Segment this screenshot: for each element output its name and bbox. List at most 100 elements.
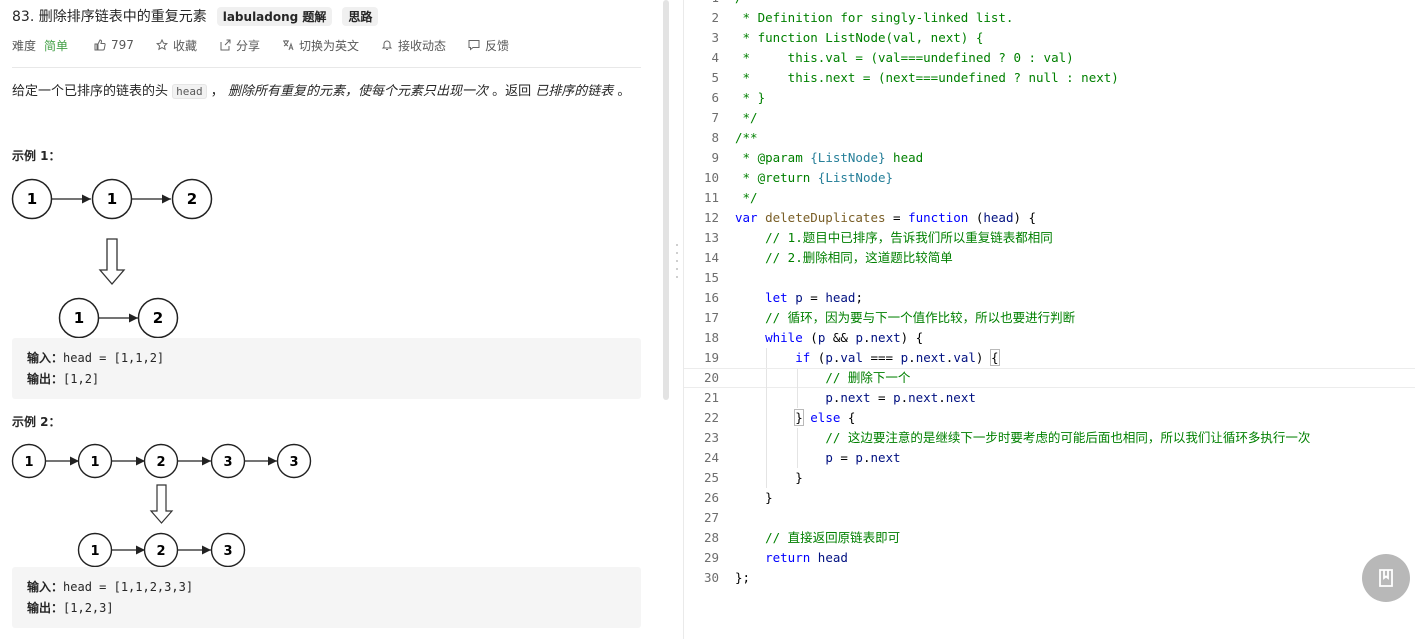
line-number: 6 (711, 90, 719, 105)
indent-guide (765, 428, 767, 448)
code-editor[interactable]: 1 /**2 * Definition for singly-linked lis… (684, 0, 1415, 639)
problem-panel: 83. 删除排序链表中的重复元素 labuladong 题解 思路 难度 简单 … (0, 0, 655, 639)
line-number: 24 (703, 450, 719, 465)
code-line[interactable]: 3 * function ListNode(val, next) { (684, 28, 1415, 48)
desc-emphasis: 已排序的链表 (535, 84, 614, 99)
desc-emphasis: 删除所有重复的元素，使每个元素只出现一次 (227, 84, 488, 99)
list-node: 1 (91, 178, 133, 220)
like-count: 797 (111, 38, 134, 52)
code-line[interactable]: 30}; (684, 568, 1415, 588)
problem-scrollbar[interactable] (663, 0, 669, 400)
code-line[interactable]: 20 // 删除下一个 (684, 368, 1415, 389)
code-line[interactable]: 21 p.next = p.next.next (684, 388, 1415, 408)
code-line[interactable]: 11 */ (684, 188, 1415, 208)
share-icon (220, 39, 231, 51)
svg-text:1: 1 (90, 455, 99, 470)
translate-button[interactable]: 切换为英文 (282, 37, 359, 54)
code-line[interactable]: 15 (684, 268, 1415, 288)
line-number: 3 (711, 30, 719, 45)
code-line[interactable]: 26 } (684, 488, 1415, 508)
desc-text: 。 (617, 84, 631, 99)
indent-guide (765, 408, 767, 428)
code-text: if (p.val === p.next.val) { (795, 349, 1000, 366)
title-row: 83. 删除排序链表中的重复元素 labuladong 题解 思路 (12, 6, 379, 26)
tag-idea[interactable]: 思路 (342, 6, 379, 26)
list-node: 3 (210, 532, 246, 568)
code-line[interactable]: 4 * this.val = (val===undefined ? 0 : va… (684, 48, 1415, 68)
line-number: 13 (703, 230, 719, 245)
list-node: 1 (11, 443, 47, 479)
favorite-button[interactable]: 收藏 (155, 37, 197, 54)
share-button[interactable]: 分享 (219, 37, 260, 54)
code-text: // 2.删除相同，这道题比较简单 (765, 250, 953, 265)
code-line[interactable]: 5 * this.next = (next===undefined ? null… (684, 68, 1415, 88)
line-number: 29 (703, 550, 719, 565)
code-line[interactable]: 7 */ (684, 108, 1415, 128)
tag-solution[interactable]: labuladong 题解 (216, 6, 333, 26)
feedback-label: 反馈 (485, 38, 510, 53)
list-node: 1 (77, 443, 113, 479)
subscribe-label: 接收动态 (397, 38, 446, 53)
code-line[interactable]: 27 (684, 508, 1415, 528)
code-line[interactable]: 1 /** (684, 0, 1415, 8)
code-line[interactable]: 9 * @param {ListNode} head (684, 148, 1415, 168)
code-text: var deleteDuplicates = function (head) { (735, 210, 1037, 225)
line-number: 8 (711, 130, 719, 145)
line-number: 19 (703, 350, 719, 365)
code-line[interactable]: 14 // 2.删除相同，这道题比较简单 (684, 248, 1415, 268)
like-button[interactable]: 797 (94, 38, 134, 52)
code-line[interactable]: 28 // 直接返回原链表即可 (684, 528, 1415, 548)
line-number: 18 (703, 330, 719, 345)
line-number: 4 (711, 50, 719, 65)
translate-label: 切换为英文 (298, 38, 359, 53)
code-line[interactable]: 29 return head (684, 548, 1415, 568)
code-line[interactable]: 2 * Definition for singly-linked list. (684, 8, 1415, 28)
line-number: 16 (703, 290, 719, 305)
indent-guide (765, 448, 767, 468)
code-line[interactable]: 8/** (684, 128, 1415, 148)
code-line[interactable]: 23 // 这边要注意的是继续下一步时要考虑的可能后面也相同，所以我们让循环多执… (684, 428, 1415, 448)
code-line[interactable]: 13 // 1.题目中已排序，告诉我们所以重复链表都相同 (684, 228, 1415, 248)
list-node: 2 (137, 297, 179, 339)
example-2-diagram: 1 1 2 3 3 1 2 3 (11, 443, 312, 568)
divider (12, 67, 641, 68)
code-line[interactable]: 16 let p = head; (684, 288, 1415, 308)
line-number: 17 (703, 310, 719, 325)
panel-resize-handle[interactable] (676, 244, 679, 288)
list-node: 1 (77, 532, 113, 568)
line-number: 15 (703, 270, 719, 285)
line-number: 1 (684, 0, 719, 8)
notes-button[interactable] (1362, 554, 1410, 602)
indent-guide (796, 428, 798, 448)
notes-icon (1379, 569, 1393, 587)
feedback-icon (468, 40, 480, 51)
down-arrow-icon (149, 484, 174, 524)
feedback-button[interactable]: 反馈 (468, 37, 509, 54)
list-node: 2 (171, 178, 213, 220)
code-text: /** (735, 0, 758, 8)
code-text: */ (735, 110, 758, 125)
code-text: p = p.next (825, 450, 901, 465)
code-line[interactable]: 10 * @return {ListNode} (684, 168, 1415, 188)
indent-guide (796, 388, 798, 408)
indent-guide (765, 369, 767, 389)
code-text: }; (735, 570, 751, 585)
example-2-title: 示例 2： (12, 415, 61, 429)
code-line[interactable]: 22 } else { (684, 408, 1415, 428)
code-text: p.next = p.next.next (825, 390, 976, 405)
example-2-after-list: 1 2 3 (77, 532, 246, 568)
line-number: 20 (703, 370, 719, 385)
code-line[interactable]: 25 } (684, 468, 1415, 488)
code-line[interactable]: 17 // 循环，因为要与下一个值作比较，所以也要进行判断 (684, 308, 1415, 328)
code-line[interactable]: 6 * } (684, 88, 1415, 108)
subscribe-button[interactable]: 接收动态 (381, 37, 446, 54)
difficulty-label: 难度 (12, 38, 37, 53)
code-text: // 1.题目中已排序，告诉我们所以重复链表都相同 (765, 230, 1053, 245)
line-number: 10 (703, 170, 719, 185)
code-line[interactable]: 19 if (p.val === p.next.val) { (684, 348, 1415, 368)
code-line[interactable]: 18 while (p && p.next) { (684, 328, 1415, 348)
example-2-io: 输入：head = [1,1,2,3,3] 输出：[1,2,3] (12, 567, 641, 628)
code-line[interactable]: 24 p = p.next (684, 448, 1415, 468)
line-number: 9 (711, 150, 719, 165)
